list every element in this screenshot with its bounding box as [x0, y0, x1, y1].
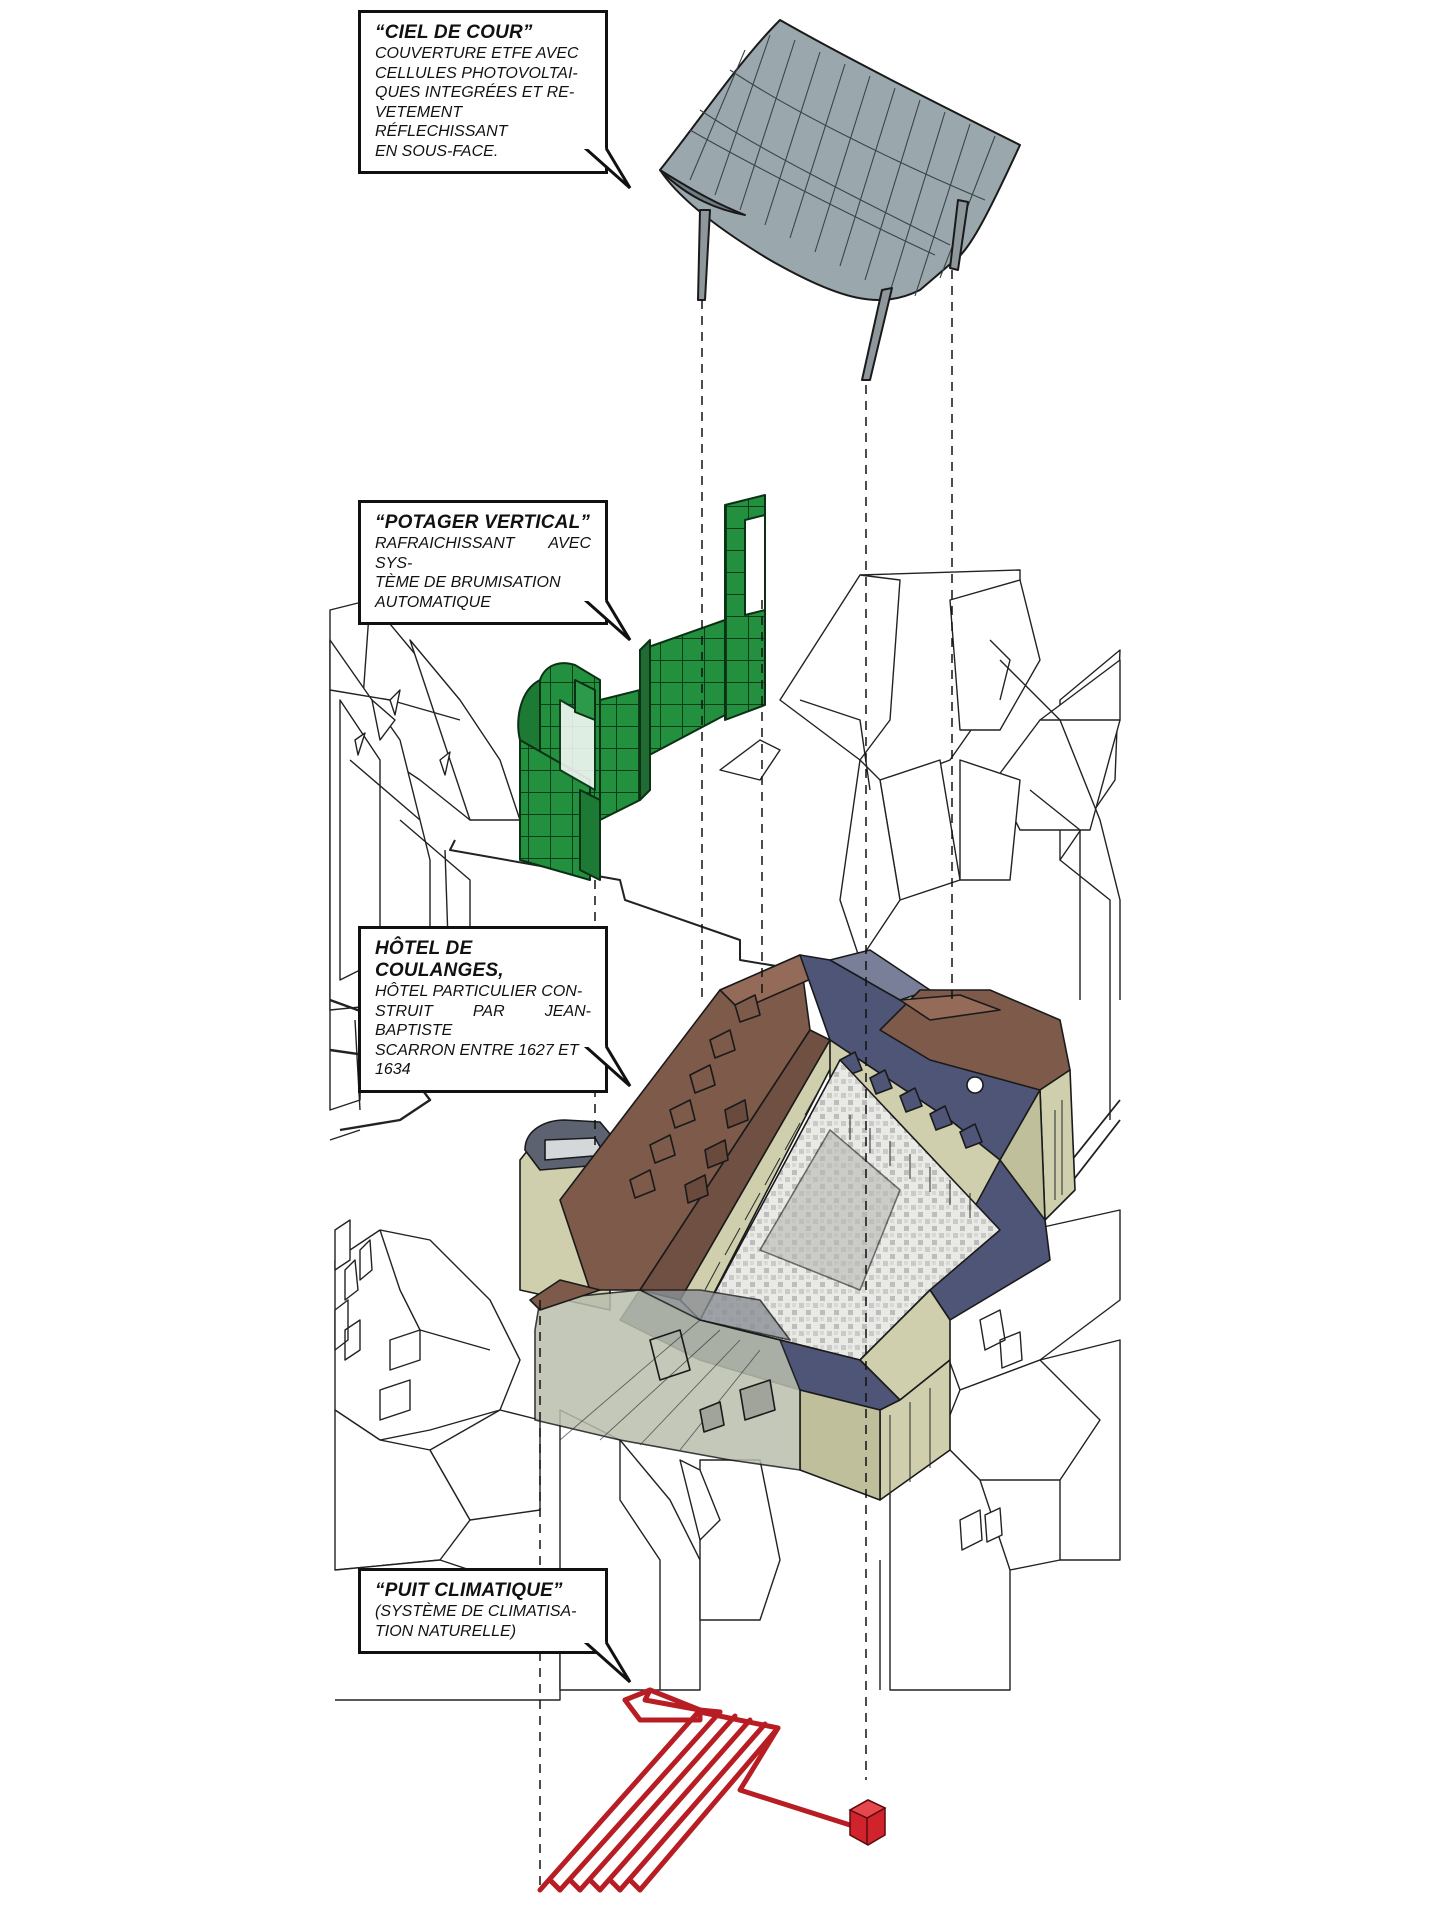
callout-line: CELLULES PHOTOVOLTAI-	[375, 64, 578, 82]
callout-title: HÔTEL DE COULANGES,	[375, 938, 504, 981]
callout-ciel-de-cour: “CIEL DE COUR” COUVERTURE ETFE AVEC CELL…	[358, 10, 608, 174]
callout-line: VETEMENT RÉFLECHISSANT	[375, 103, 508, 141]
hotel-de-coulanges	[519, 949, 1076, 1501]
context-buildings	[329, 569, 1121, 1701]
callout-line: (SYSTÈME DE CLIMATISA-	[375, 1603, 577, 1620]
callout-line: TION NATURELLE)	[375, 1622, 517, 1640]
callout-body: HÔTEL PARTICULIER CON- STRUIT PAR JEAN-B…	[375, 982, 591, 1080]
callout-hotel-de-coulanges: HÔTEL DE COULANGES, HÔTEL PARTICULIER CO…	[358, 926, 608, 1093]
callout-line: STRUIT PAR JEAN-BAPTISTE	[375, 1002, 591, 1040]
puit-climatique	[537, 1687, 873, 1893]
callout-line: QUES INTEGRÉES ET RE-	[375, 84, 575, 101]
heat-exchanger-box	[848, 1799, 887, 1846]
callout-line: SCARRON ENTRE 1627 ET	[375, 1041, 579, 1059]
ciel-de-cour-roof	[659, 19, 1021, 381]
callout-line: COUVERTURE ETFE AVEC	[375, 45, 579, 62]
callout-title: “PUIT CLIMATIQUE”	[375, 1580, 563, 1601]
callout-line: RAFRAICHISSANT AVEC SYS-	[375, 535, 591, 572]
callout-line: HÔTEL PARTICULIER CON-	[375, 983, 583, 1000]
callout-line: EN SOUS-FACE.	[375, 142, 499, 160]
callout-line: AUTOMATIQUE	[375, 593, 491, 611]
callout-line: 1634	[375, 1061, 411, 1078]
callout-puit-climatique: “PUIT CLIMATIQUE” (SYSTÈME DE CLIMATISA-…	[358, 1568, 608, 1654]
callout-body: COUVERTURE ETFE AVEC CELLULES PHOTOVOLTA…	[375, 44, 591, 161]
callout-line: TÈME DE BRUMISATION	[375, 574, 561, 591]
potager-vertical	[517, 494, 766, 881]
callout-body: RAFRAICHISSANT AVEC SYS- TÈME DE BRUMISA…	[375, 534, 591, 612]
callout-title: “POTAGER VERTICAL”	[375, 512, 591, 533]
callout-title: “CIEL DE COUR”	[375, 22, 533, 43]
callout-body: (SYSTÈME DE CLIMATISA- TION NATURELLE)	[375, 1602, 591, 1641]
callout-potager-vertical: “POTAGER VERTICAL” RAFRAICHISSANT AVEC S…	[358, 500, 608, 625]
